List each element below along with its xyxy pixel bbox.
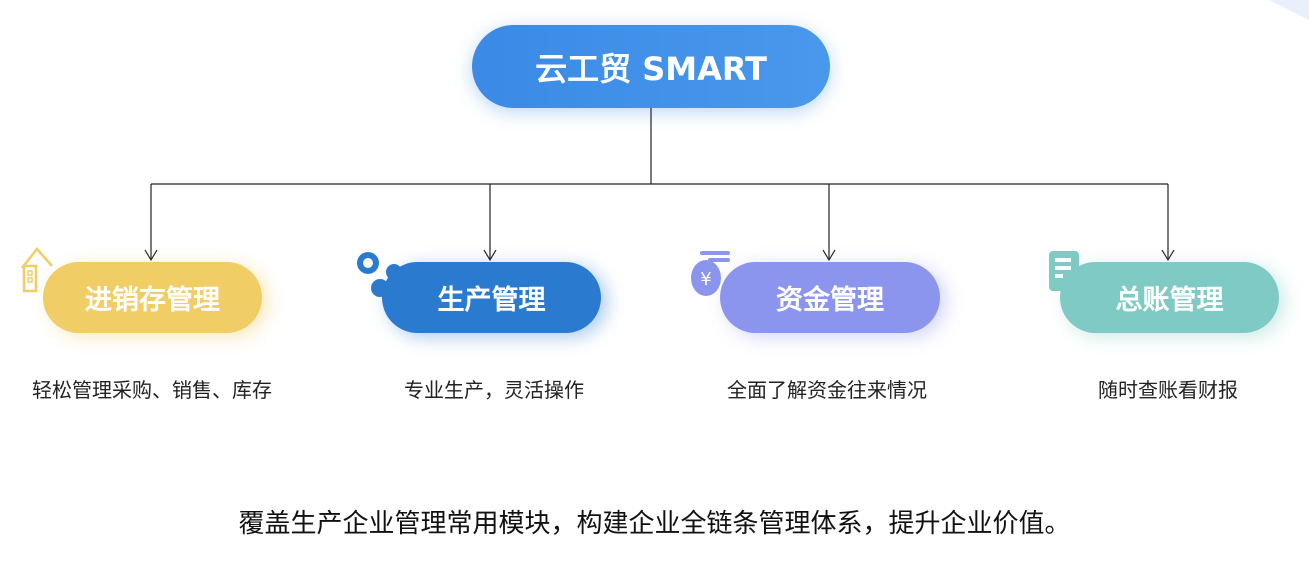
module-inventory-node: 进销存管理 xyxy=(43,262,262,333)
root-node-title: 云工贸 SMART xyxy=(472,25,830,108)
module-production-node: 生产管理 xyxy=(382,262,601,333)
module-funds-desc: 全面了解资金往来情况 xyxy=(727,378,927,402)
house-icon xyxy=(21,247,53,293)
module-production-desc: 专业生产，灵活操作 xyxy=(404,378,584,402)
module-funds-node: 资金管理 xyxy=(720,262,940,333)
yen-coin-icon: ¥ xyxy=(691,251,730,296)
svg-text:¥: ¥ xyxy=(700,269,711,290)
module-ledger-node: 总账管理 xyxy=(1060,262,1279,333)
summary-text: 覆盖生产企业管理常用模块，构建企业全链条管理体系，提升企业价值。 xyxy=(238,509,1071,539)
module-inventory-desc: 轻松管理采购、销售、库存 xyxy=(32,378,272,402)
corner-decoration xyxy=(1269,0,1309,20)
module-ledger-desc: 随时查账看财报 xyxy=(1098,378,1238,402)
